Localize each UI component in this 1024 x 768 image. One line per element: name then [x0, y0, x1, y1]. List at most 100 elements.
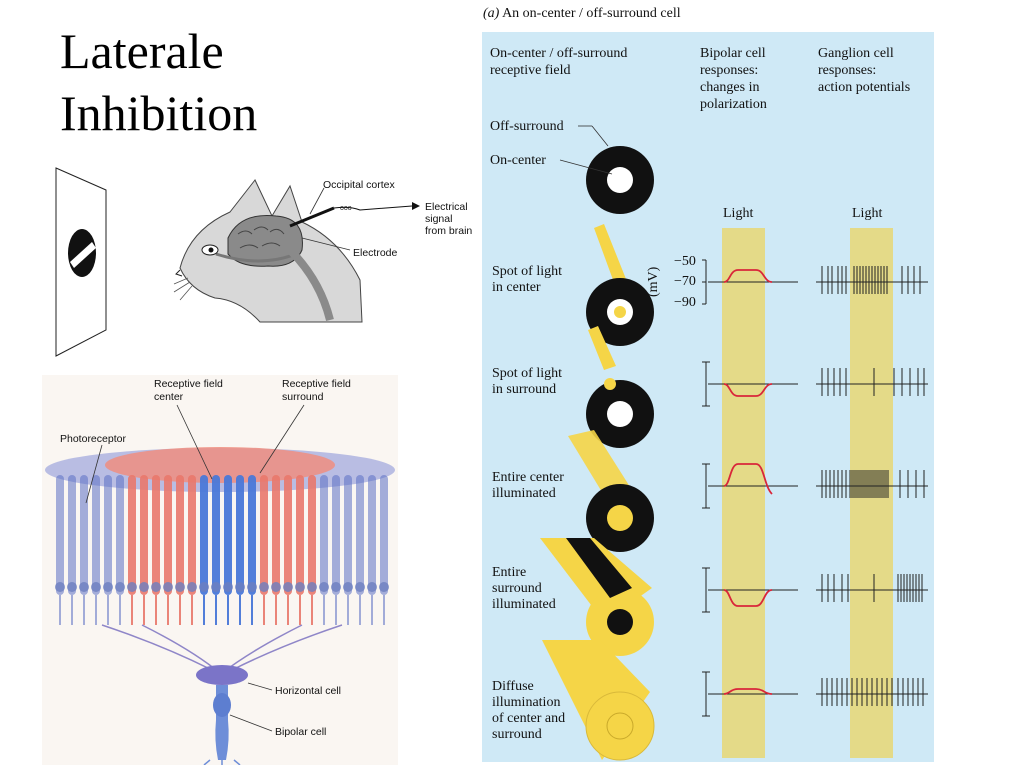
rf-disk-plain-center	[607, 167, 633, 193]
title-line-1: Laterale	[60, 23, 224, 79]
signal-arrow-icon	[412, 202, 420, 210]
photoreceptor-rod-23	[320, 475, 328, 595]
row-5-label: Diffuse illumination of center and surro…	[492, 679, 565, 743]
light-beam-entire-center	[568, 430, 632, 502]
photoreceptor-rod-11	[176, 475, 184, 595]
photoreceptor-rod-27	[368, 475, 376, 595]
tick-m70: −70	[674, 274, 696, 289]
row-2-line-2: in surround	[492, 382, 557, 397]
onoff-panel: On-center / off-surround receptive field…	[482, 32, 934, 762]
photoreceptor-nucleus-28	[379, 582, 389, 592]
shadow-beam	[566, 538, 632, 598]
row-5-line-4: surround	[492, 727, 542, 742]
row-3-line-2: illuminated	[492, 486, 556, 501]
title-line-2: Inhibition	[60, 85, 258, 141]
label-horizontal-cell: Horizontal cell	[275, 685, 341, 697]
light-spot-surround	[604, 378, 616, 390]
bipolar-trace-5	[723, 688, 773, 695]
row-4-label: Entire surround illuminated	[492, 565, 556, 613]
label-occipital-cortex: Occipital cortex	[323, 179, 395, 191]
label-light-ganglion: Light	[852, 206, 883, 221]
bipolar-trace-1	[723, 269, 773, 283]
cat-brain	[227, 214, 303, 267]
cat-experiment-illustration: ooo	[55, 167, 420, 357]
photoreceptor-rod-22	[308, 475, 316, 595]
photoreceptor-rod-10	[164, 475, 172, 595]
photoreceptor-rod-3	[80, 475, 88, 595]
row-5-line-1: Diffuse	[492, 679, 534, 694]
tick-m50: −50	[674, 254, 696, 269]
photoreceptor-nucleus-27	[367, 582, 377, 592]
photoreceptor-rod-13	[200, 475, 208, 595]
row-3-label: Entire center illuminated	[492, 470, 564, 502]
row-3-line-1: Entire center	[492, 470, 564, 485]
photoreceptor-nucleus-22	[307, 582, 317, 592]
label-rf-surround-2: surround	[282, 391, 324, 403]
rf-disk-5-center	[606, 712, 634, 740]
label-rf-center-1: Receptive field	[154, 378, 223, 390]
photoreceptor-rod-1	[56, 475, 64, 595]
stimulus-light-bar	[70, 242, 96, 268]
ganglion-spike-trains	[816, 266, 928, 706]
row-1-line-2: in center	[492, 280, 541, 295]
photoreceptor-rod-21	[296, 475, 304, 595]
photoreceptor-nucleus-24	[331, 582, 341, 592]
label-photoreceptor: Photoreceptor	[60, 433, 126, 445]
photoreceptor-nucleus-26	[355, 582, 365, 592]
photoreceptor-nucleus-10	[163, 582, 173, 592]
rf-disk-4-center-dark	[607, 609, 633, 635]
photoreceptor-nucleus-20	[283, 582, 293, 592]
photoreceptor-array	[55, 475, 389, 625]
label-bipolar-cell: Bipolar cell	[275, 726, 327, 738]
col1-header-1: On-center / off-surround	[490, 46, 628, 61]
col2-header-1: Bipolar cell	[700, 46, 766, 61]
bipolar-trace-4	[723, 589, 773, 607]
photoreceptor-rod-4	[92, 475, 100, 595]
photoreceptor-rod-8	[140, 475, 148, 595]
bipolar-trace-3	[723, 463, 773, 495]
caption-text: An on-center / off-surround cell	[502, 6, 681, 21]
light-beam-center	[594, 224, 628, 288]
light-beam-surround	[588, 326, 616, 370]
photoreceptor-rod-5	[104, 475, 112, 595]
label-rf-surround-1: Receptive field	[282, 378, 351, 390]
tick-m90: −90	[674, 295, 696, 310]
photoreceptor-nucleus-7	[127, 582, 137, 592]
col2-header-2: responses:	[700, 63, 759, 78]
label-on-center: On-center	[490, 153, 546, 168]
photoreceptor-rod-6	[116, 475, 124, 595]
photoreceptor-nucleus-1	[55, 582, 65, 592]
label-electrical-signal-2: signal	[425, 213, 453, 225]
light-spot-center	[614, 306, 626, 318]
row-5-line-3: of center and	[492, 711, 566, 726]
slide-title: Laterale Inhibition	[60, 20, 257, 144]
photoreceptor-rod-12	[188, 475, 196, 595]
cat-experiment-figure: ooo Occipital cortex Electrical signal f…	[40, 150, 480, 360]
row-4-line-1: Entire	[492, 565, 527, 580]
rf-disk-2-center	[607, 401, 633, 427]
photoreceptor-nucleus-14	[211, 582, 221, 592]
retina-figure: Receptive field center Receptive field s…	[42, 375, 398, 765]
photoreceptor-rod-26	[356, 475, 364, 595]
photoreceptor-nucleus-19	[271, 582, 281, 592]
rf-disk-3-center-lit	[607, 505, 633, 531]
photoreceptor-nucleus-17	[247, 582, 257, 592]
photoreceptor-rod-18	[260, 475, 268, 595]
photoreceptor-rod-28	[380, 475, 388, 595]
onoff-caption: (a) An on-center / off-surround cell	[483, 6, 681, 22]
col3-header-2: responses:	[818, 63, 877, 78]
col3-header-1: Ganglion cell	[818, 46, 894, 61]
col2-header-4: polarization	[700, 97, 767, 112]
photoreceptor-rod-20	[284, 475, 292, 595]
rf-disk-5	[585, 691, 655, 761]
photoreceptor-nucleus-5	[103, 582, 113, 592]
photoreceptor-rod-16	[236, 475, 244, 595]
photoreceptor-nucleus-2	[67, 582, 77, 592]
retina-illustration	[45, 404, 395, 765]
label-electrode: Electrode	[353, 247, 398, 259]
photoreceptor-rod-2	[68, 475, 76, 595]
photoreceptor-nucleus-8	[139, 582, 149, 592]
photoreceptor-nucleus-15	[223, 582, 233, 592]
row-1-label: Spot of light in center	[492, 264, 562, 296]
onoff-diagram	[540, 125, 928, 761]
